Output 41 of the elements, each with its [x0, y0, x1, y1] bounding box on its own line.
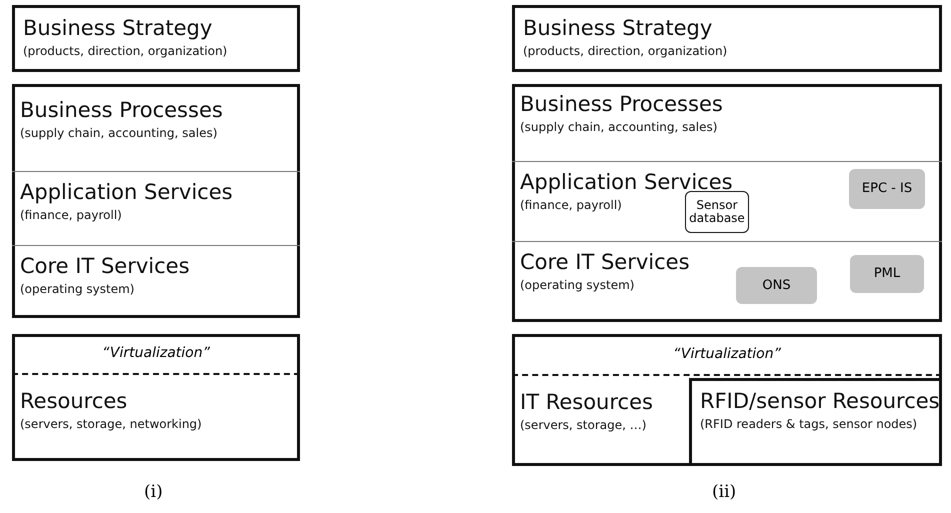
component-box — [850, 255, 924, 293]
stack-box — [512, 84, 942, 322]
layer-subtitle: (supply chain, accounting, sales) — [520, 120, 718, 134]
layer-title: Application Services — [20, 180, 233, 204]
layer-title: Business Strategy — [523, 16, 712, 40]
layer-title: Core IT Services — [20, 254, 190, 278]
layer-subtitle: (products, direction, organization) — [23, 44, 228, 58]
component-box — [685, 191, 749, 233]
stack-box — [12, 84, 300, 318]
layer-subtitle: (operating system) — [520, 278, 634, 292]
layer-subtitle: (RFID readers & tags, sensor nodes) — [700, 417, 918, 431]
layer-label: “Virtualization” — [673, 346, 781, 362]
layer-title: Resources — [20, 389, 128, 413]
layer-subtitle: (finance, payroll) — [520, 198, 622, 212]
stack-box — [512, 334, 942, 466]
layer-subtitle: (products, direction, organization) — [523, 44, 728, 58]
layer-subtitle: (supply chain, accounting, sales) — [20, 126, 218, 140]
layer-title: RFID/sensor Resources — [700, 389, 940, 413]
layer-title: Business Processes — [520, 92, 723, 116]
layer-title: Core IT Services — [520, 250, 690, 274]
layer-title: Business Processes — [20, 98, 223, 122]
component-label: Sensor database — [688, 199, 746, 225]
layer-subtitle: (servers, storage, …) — [520, 418, 646, 432]
layer-box — [512, 5, 942, 72]
stack-box — [12, 334, 300, 461]
component-box — [849, 169, 925, 209]
component-label: PML — [874, 267, 900, 281]
layer-title: Business Strategy — [23, 16, 212, 40]
layer-label: “Virtualization” — [102, 346, 210, 361]
component-label: ONS — [762, 278, 791, 292]
layer-box — [689, 378, 942, 466]
layer-title: Application Services — [520, 170, 733, 194]
component-label: EPC - IS — [862, 182, 912, 196]
layer-subtitle: (finance, payroll) — [20, 208, 122, 222]
panel-label: (i) — [144, 482, 163, 502]
layer-subtitle: (servers, storage, networking) — [20, 417, 202, 431]
component-box — [736, 267, 817, 304]
panel-label: (ii) — [712, 482, 736, 502]
layer-title: IT Resources — [520, 390, 653, 414]
layer-subtitle: (operating system) — [20, 282, 134, 296]
layer-box — [12, 5, 300, 72]
